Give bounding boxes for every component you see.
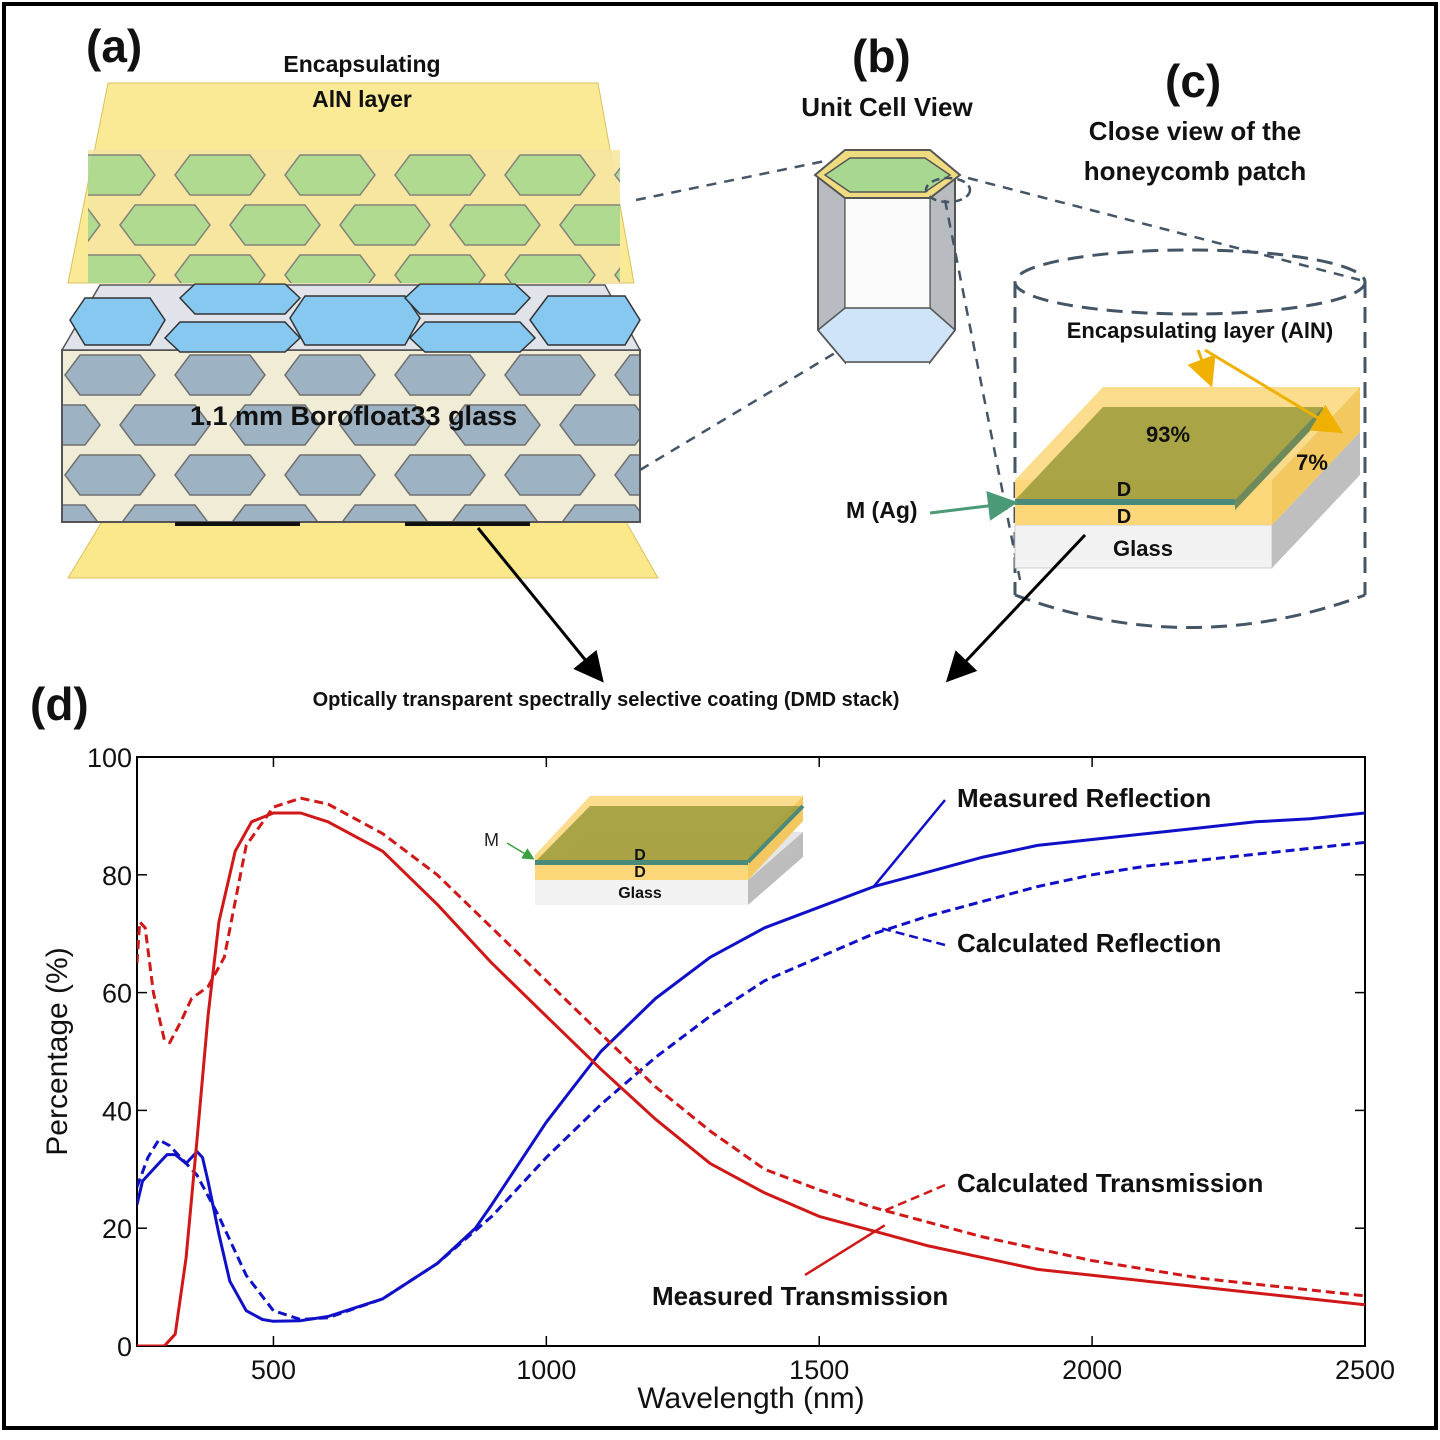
- metal-arrow: [929, 491, 1018, 521]
- x-tick-label: 1000: [516, 1355, 576, 1385]
- bottom-aln-sheet: [67, 519, 659, 579]
- connector-dashed: [635, 158, 831, 202]
- coating-arrow: [945, 533, 1087, 683]
- inset-m-label: M: [484, 830, 499, 850]
- x-tick-label: 500: [251, 1355, 296, 1385]
- series-leader-calculated-transmission: [884, 1183, 946, 1212]
- inset-d-bottom: D: [634, 864, 646, 881]
- y-tick-label: 80: [102, 861, 132, 891]
- dmd-patch-side: [1235, 407, 1323, 510]
- panel-c-encap-label: Encapsulating layer (AlN): [1067, 318, 1334, 343]
- panel-a-encap-line1: Encapsulating: [283, 51, 440, 77]
- blue-patch: [69, 297, 166, 346]
- x-tick-label: 2500: [1335, 1355, 1395, 1385]
- inset-m-arrow: [506, 842, 535, 860]
- y-tick-label: 60: [102, 979, 132, 1009]
- zoom-cylinder-bottom: [1014, 593, 1366, 629]
- panel-b-letter: (b): [852, 30, 911, 82]
- encap-arrow: [1204, 348, 1344, 434]
- x-tick-label: 1500: [789, 1355, 849, 1385]
- panel-c-title-line1: Close view of the: [1089, 116, 1301, 146]
- panel-b: (b) Unit Cell View: [801, 30, 974, 365]
- inset-d-top: D: [634, 847, 646, 864]
- pct-top: 93%: [1146, 422, 1190, 447]
- series-line-measured-transmission: [137, 811, 1365, 1346]
- encap-arrow: [1187, 349, 1216, 388]
- blue-patch: [403, 283, 532, 315]
- panel-a-letter: (a): [86, 20, 142, 72]
- inset-metal: [535, 860, 748, 865]
- series-leader-calculated-reflection: [878, 926, 946, 947]
- y-tick-label: 40: [102, 1096, 132, 1126]
- glass-block-front: [61, 349, 641, 523]
- panel-a-glass-label: 1.1 mm Borofloat33 glass: [190, 401, 517, 431]
- panel-c-letter: (c): [1165, 55, 1221, 107]
- inset-substrate-front: [535, 880, 748, 905]
- series-leader-measured-transmission: [804, 1224, 886, 1277]
- panel-c-glass-label: Glass: [1113, 536, 1173, 561]
- connector-dashed: [967, 176, 1361, 282]
- blue-patch: [163, 321, 302, 353]
- metal-label: M (Ag): [846, 497, 918, 523]
- blue-patch: [289, 295, 421, 346]
- coating-arrow: [476, 527, 604, 683]
- metal-layer: [1015, 499, 1235, 505]
- series-label-calculated-transmission: Calculated Transmission: [957, 1168, 1263, 1198]
- inset-glass-label: Glass: [618, 885, 662, 902]
- zoom-cylinder-top: [1013, 248, 1367, 316]
- inset-substrate-side: [748, 832, 803, 905]
- series-label-measured-reflection: Measured Reflection: [957, 783, 1211, 813]
- series-label-measured-transmission: Measured Transmission: [652, 1281, 948, 1311]
- inset-patch-top: [535, 806, 803, 862]
- layer-d-bottom: D: [1117, 506, 1131, 528]
- chart-inset: M D D Glass: [484, 796, 805, 905]
- pct-side: 7%: [1296, 450, 1328, 475]
- unit-cell-top-patch: [823, 157, 952, 193]
- x-tick-label: 2000: [1062, 1355, 1122, 1385]
- y-tick-label: 0: [117, 1332, 132, 1362]
- dmd-patch-top: [1015, 407, 1323, 500]
- x-axis-title: Wavelength (nm): [637, 1382, 864, 1415]
- connector-dashed: [943, 199, 1022, 581]
- top-hex-patches: [88, 150, 620, 283]
- connector-dashed: [639, 333, 866, 472]
- substrate-side: [1272, 432, 1360, 568]
- unit-cell-bottom: [816, 307, 957, 363]
- panel-a-encap-line2: AlN layer: [312, 86, 412, 112]
- blue-patch: [408, 321, 537, 353]
- zoom-marker: [924, 176, 972, 204]
- layer-d-top: D: [1117, 479, 1131, 501]
- blue-patch: [178, 283, 302, 315]
- panel-c: (c) Close view of the honeycomb patch En…: [846, 55, 1367, 629]
- blue-patch: [529, 295, 641, 346]
- series-label-calculated-reflection: Calculated Reflection: [957, 928, 1221, 958]
- panel-a: (a) Encapsulating AlN layer 1.1 mm Borof…: [60, 20, 659, 579]
- coating-label: Optically transparent spectrally selecti…: [313, 689, 900, 711]
- y-axis-title: Percentage (%): [41, 947, 74, 1155]
- inset-metal-side: [746, 804, 805, 864]
- panel-c-title-line2: honeycomb patch: [1084, 156, 1306, 186]
- panel-b-title: Unit Cell View: [801, 92, 973, 122]
- y-tick-label: 100: [87, 743, 132, 773]
- series-leader-measured-reflection: [872, 799, 946, 888]
- panel-d-letter: (d): [30, 678, 89, 730]
- y-tick-label: 20: [102, 1214, 132, 1244]
